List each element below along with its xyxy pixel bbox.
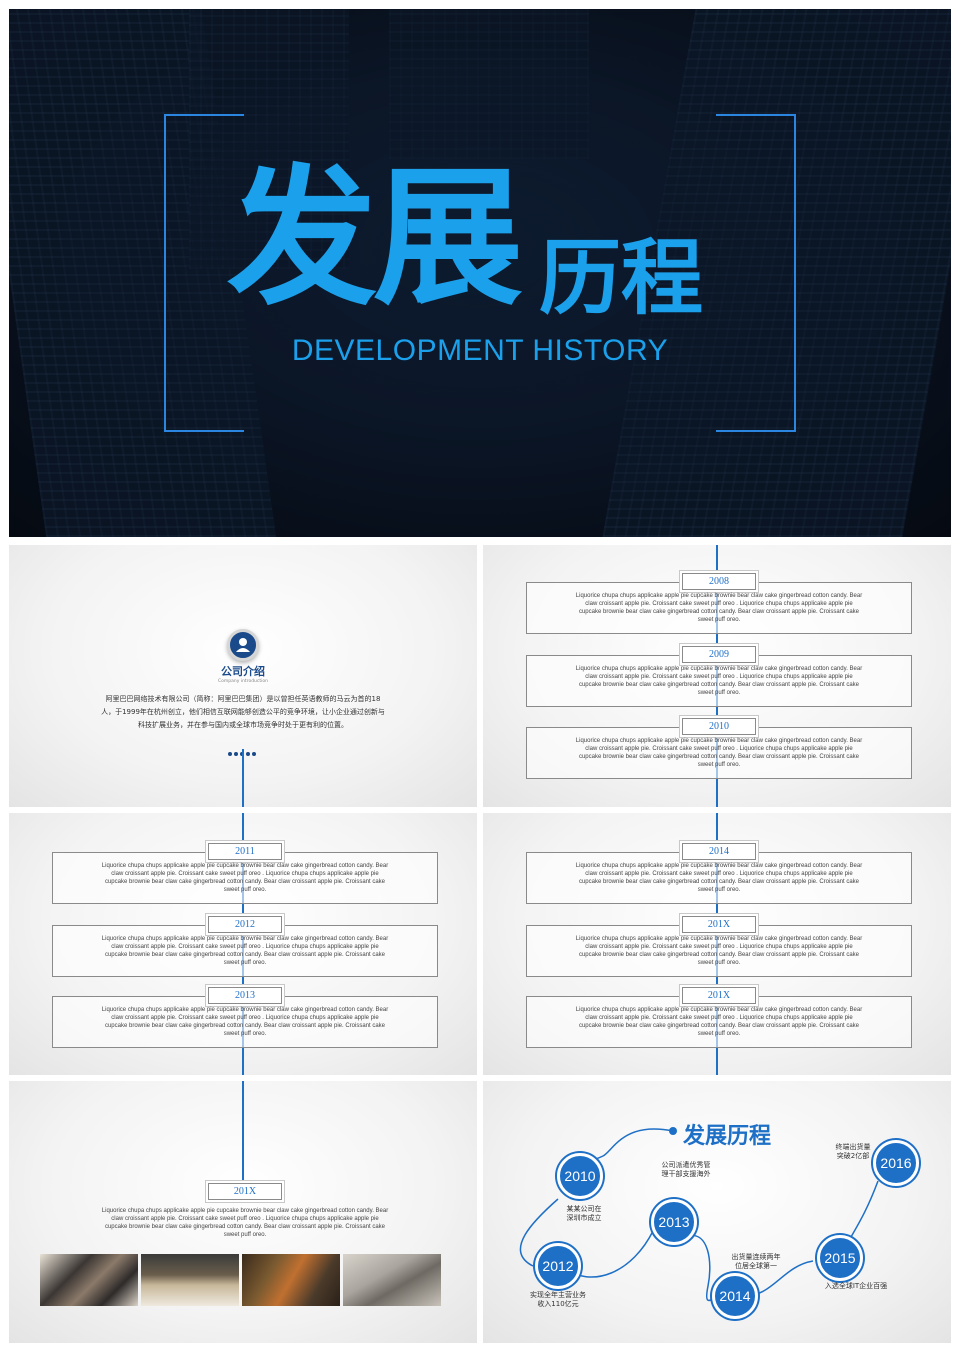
timeline-card: 2013 Liquorice chupa chups applicake app… <box>52 987 438 1048</box>
history-slide: 发展历程 2010 某某公司在 深圳市成立 2012 实现全年主营业务 收入11… <box>483 1081 951 1343</box>
cover-subtitle: DEVELOPMENT HISTORY <box>291 334 669 367</box>
history-caption-2013: 公司派遣优秀管 理干部支援海外 <box>661 1161 711 1178</box>
year-tag: 2010 <box>682 718 756 735</box>
intro-slide: 公司介绍 Company introduction 阿里巴巴网络技术有限公司（简… <box>9 545 477 807</box>
card-text: Liquorice chupa chups applicake apple pi… <box>575 666 863 696</box>
year-tag: 201X <box>208 1183 282 1200</box>
history-caption-2014: 出货量连续两年 位居全球第一 <box>731 1253 781 1270</box>
timeline-card: 2009 Liquorice chupa chups applicake app… <box>526 646 912 707</box>
year-tag: 2009 <box>682 646 756 663</box>
bracket-left <box>164 114 244 432</box>
card-text: Liquorice chupa chups applicake apple pi… <box>575 936 863 966</box>
history-caption-2016: 终端出货量 突破2亿部 <box>835 1143 871 1160</box>
year-tag: 2008 <box>682 573 756 590</box>
history-curve <box>519 1127 879 1302</box>
dots-divider <box>228 741 258 756</box>
photo-climber <box>343 1254 441 1306</box>
history-title: 发展历程 <box>683 1124 772 1149</box>
year-tag: 2013 <box>208 987 282 1004</box>
card-text: Liquorice chupa chups applicake apple pi… <box>575 1007 863 1037</box>
timeline-card: 2010 Liquorice chupa chups applicake app… <box>526 718 912 779</box>
bracket-right <box>716 114 796 432</box>
card-text: Liquorice chupa chups applicake apple pi… <box>101 1208 389 1238</box>
history-node-2013: 2013 <box>651 1199 697 1245</box>
user-icon <box>227 629 259 661</box>
timeline-card: 2011 Liquorice chupa chups applicake app… <box>52 843 438 904</box>
card-text: Liquorice chupa chups applicake apple pi… <box>101 863 389 893</box>
history-caption-2010: 某某公司在 深圳市成立 <box>566 1205 602 1222</box>
cover-title-small: 历程 <box>539 231 704 326</box>
year-tag: 201X <box>682 987 756 1004</box>
card-text: Liquorice chupa chups applicake apple pi… <box>101 1007 389 1037</box>
card-text: Liquorice chupa chups applicake apple pi… <box>575 863 863 893</box>
photo-teamwork <box>40 1254 138 1306</box>
card-text: Liquorice chupa chups applicake apple pi… <box>575 593 863 623</box>
timeline-slide-1: 2008 Liquorice chupa chups applicake app… <box>483 545 951 807</box>
timeline-card: 2012 Liquorice chupa chups applicake app… <box>52 916 438 977</box>
timeline-card: 201X Liquorice chupa chups applicake app… <box>526 987 912 1048</box>
year-tag: 201X <box>682 916 756 933</box>
timeline-slide-2: 2011 Liquorice chupa chups applicake app… <box>9 813 477 1075</box>
cover-slide: 发展 历程 DEVELOPMENT HISTORY <box>9 9 951 537</box>
history-node-2016: 2016 <box>873 1140 919 1186</box>
timeline-card: 2014 Liquorice chupa chups applicake app… <box>526 843 912 904</box>
photo-handshake <box>141 1254 239 1306</box>
timeline-slide-3: 2014 Liquorice chupa chups applicake app… <box>483 813 951 1075</box>
year-tag: 2012 <box>208 916 282 933</box>
timeline-card: 201X Liquorice chupa chups applicake app… <box>526 916 912 977</box>
timeline-slide-4: 201X Liquorice chupa chups applicake app… <box>9 1081 477 1343</box>
intro-title: 公司介绍 <box>221 665 265 678</box>
year-tag: 2014 <box>682 843 756 860</box>
history-node-2015: 2015 <box>817 1235 863 1281</box>
history-node-2014: 2014 <box>712 1273 758 1319</box>
history-node-2010: 2010 <box>557 1153 603 1199</box>
cover-title-big: 发展 <box>227 152 523 326</box>
card-text: Liquorice chupa chups applicake apple pi… <box>575 738 863 768</box>
timeline-line <box>242 749 244 807</box>
timeline-card: 201X Liquorice chupa chups applicake app… <box>52 1183 438 1245</box>
timeline-line <box>242 1081 244 1193</box>
history-caption-2015: 入选全球IT企业百强 <box>824 1282 888 1290</box>
card-text: Liquorice chupa chups applicake apple pi… <box>101 936 389 966</box>
intro-body: 阿里巴巴网络技术有限公司（简称：阿里巴巴集团）是以曾担任英语教师的马云为首的18… <box>101 695 385 729</box>
year-tag: 2011 <box>208 843 282 860</box>
history-node-2012: 2012 <box>535 1243 581 1289</box>
intro-subtitle: Company introduction <box>217 679 268 684</box>
photo-runner <box>242 1254 340 1306</box>
history-caption-2012: 实现全年主营业务 收入110亿元 <box>530 1291 586 1308</box>
timeline-card: 2008 Liquorice chupa chups applicake app… <box>526 573 912 634</box>
